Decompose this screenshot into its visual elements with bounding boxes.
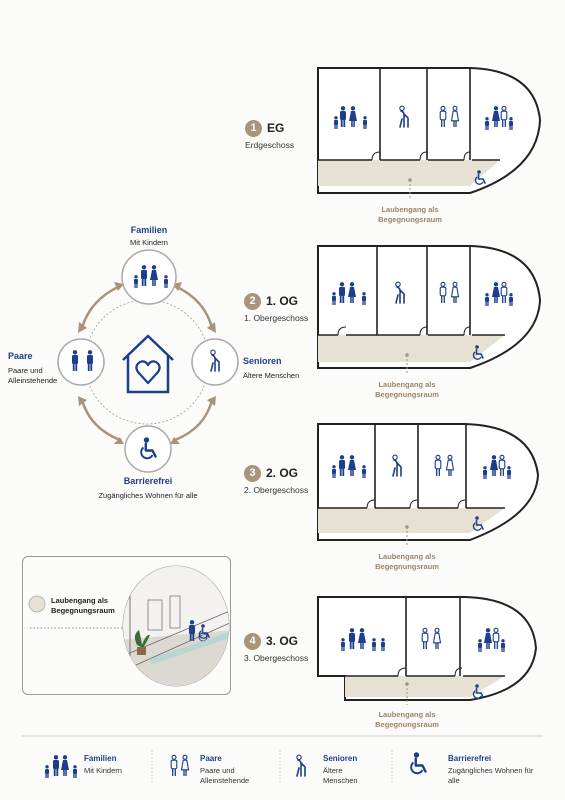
floor-name: 2. Obergeschoss [244,485,309,495]
legend-seniors-title: Senioren [323,754,358,763]
floor-number-badge: 1 [245,120,262,137]
accessible-title: Barrierefrei [123,476,173,486]
walkway-label: Laubengang als Begegnungsraum [375,380,439,399]
legend-couples-sub: Paare und Alleinstehende [200,766,250,785]
legend-families-title: Familien [84,754,117,763]
floor-number-badge: 2 [244,293,261,310]
floor-name: 3. Obergeschoss [244,653,309,663]
floor-code: EG [267,121,285,135]
families-sub: Mit Kindern [130,238,168,247]
couple-icon [170,754,190,777]
seniors-title: Senioren [243,356,282,366]
legend-accessible-sub: Zugängliches Wohnen für alle [448,766,534,785]
couples-sub: Paare und Alleinstehende [8,366,58,385]
floor-code: 3. OG [266,634,299,648]
floor-code: 1. OG [266,294,299,308]
family-icon [45,755,77,778]
floor-number-badge: 3 [244,465,261,482]
families-title: Familien [130,225,168,235]
walkway-label: Laubengang als Begegnungsraum [378,205,442,224]
accessible-sub: Zugängliches Wohnen für alle [98,491,198,500]
legend-families-sub: Mit Kindern [84,766,122,775]
floor-code: 2. OG [266,466,299,480]
floor-name: Erdgeschoss [245,140,295,150]
floor-name: 1. Obergeschoss [244,313,309,323]
callout-legend-label: Laubengang als Begegnungsraum [51,596,115,615]
floor-number-badge: 4 [244,633,261,650]
walkway-label: Laubengang als Begegnungsraum [375,710,439,729]
seniors-sub: Ältere Menschen [243,371,300,380]
legend-accessible-title: Barrierefrei [448,754,492,763]
walkway-label: Laubengang als Begegnungsraum [375,552,439,571]
plant-icon [134,630,150,655]
house-heart-icon [122,334,174,394]
couples-title: Paare [8,351,33,361]
senior-icon [295,754,306,777]
legend-couples-title: Paare [200,754,222,763]
wheelchair-icon [409,751,427,775]
legend-seniors-sub: Ältere Menschen [323,766,358,785]
